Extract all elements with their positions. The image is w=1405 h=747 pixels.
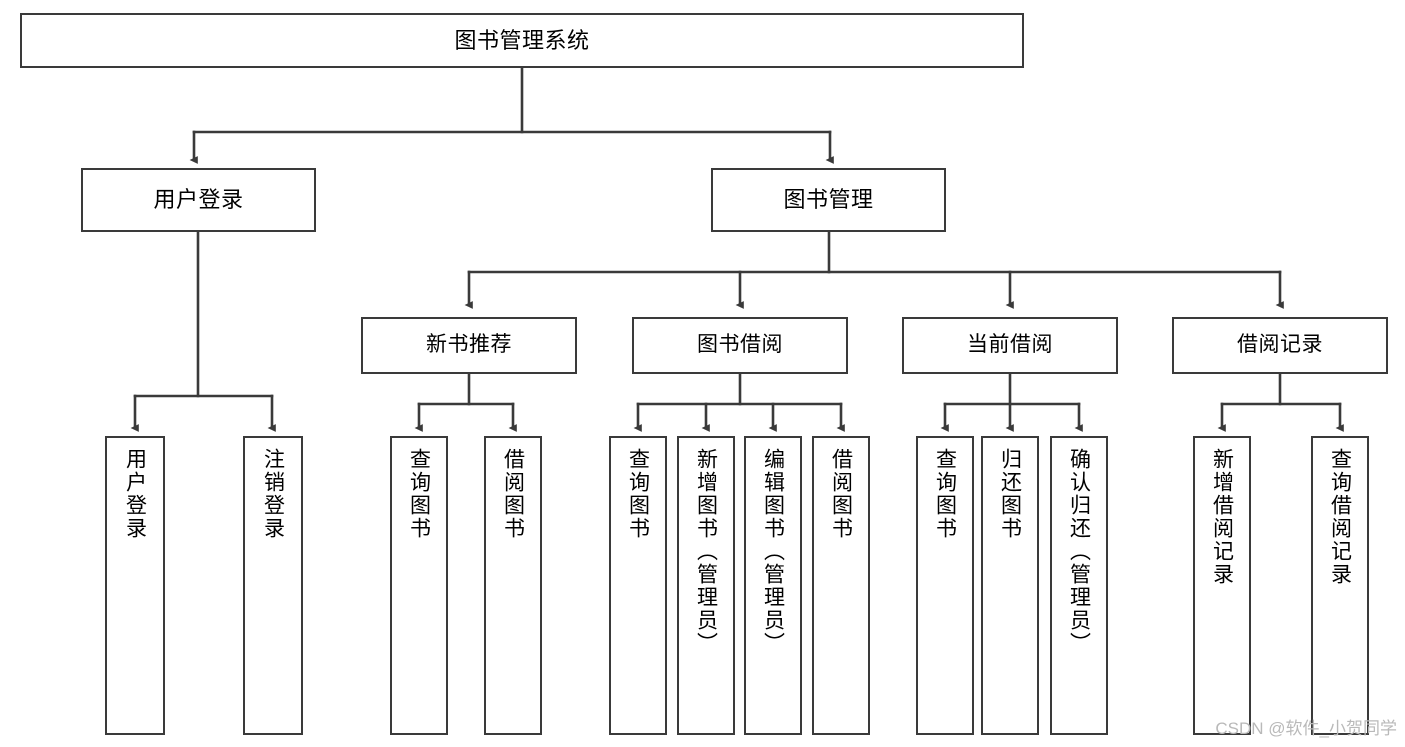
- node-label: 新增借阅记录: [1210, 448, 1234, 586]
- node-book-management[interactable]: 图书管理: [711, 168, 946, 232]
- node-current-borrowing[interactable]: 当前借阅: [902, 317, 1118, 374]
- node-label: 图书借阅: [697, 333, 783, 357]
- node-label: 查询图书: [626, 448, 650, 540]
- node-book-borrowing[interactable]: 图书借阅: [632, 317, 848, 374]
- node-leaf-add-borrow-record[interactable]: 新增借阅记录: [1193, 436, 1251, 735]
- node-leaf-confirm-return-admin[interactable]: 确认归还（管理员）: [1050, 436, 1108, 735]
- node-root-book-management-system[interactable]: 图书管理系统: [20, 13, 1024, 68]
- node-label: 图书管理系统: [454, 27, 590, 53]
- node-leaf-return-books[interactable]: 归还图书: [981, 436, 1039, 735]
- node-leaf-query-borrow-record[interactable]: 查询借阅记录: [1311, 436, 1369, 735]
- node-label: 借阅记录: [1237, 333, 1323, 357]
- node-leaf-user-login[interactable]: 用户登录: [105, 436, 165, 735]
- node-label: 借阅图书: [829, 448, 853, 540]
- node-label: 用户登录: [153, 187, 244, 213]
- node-new-book-recommendation[interactable]: 新书推荐: [361, 317, 577, 374]
- node-label: 归还图书: [998, 448, 1022, 540]
- node-user-login[interactable]: 用户登录: [81, 168, 316, 232]
- csdn-watermark: CSDN @软件_小贺同学: [1215, 719, 1397, 738]
- node-label: 确认归还（管理员）: [1067, 448, 1091, 655]
- node-leaf-edit-book-admin[interactable]: 编辑图书（管理员）: [744, 436, 802, 735]
- node-label: 注销登录: [261, 448, 285, 540]
- node-label: 当前借阅: [967, 333, 1053, 357]
- node-leaf-query-books-current[interactable]: 查询图书: [916, 436, 974, 735]
- node-label: 查询图书: [933, 448, 957, 540]
- node-leaf-query-books-borrow[interactable]: 查询图书: [609, 436, 667, 735]
- node-label: 图书管理: [783, 187, 874, 213]
- node-label: 新书推荐: [426, 333, 512, 357]
- node-leaf-borrow-books[interactable]: 借阅图书: [812, 436, 870, 735]
- node-label: 新增图书（管理员）: [694, 448, 718, 655]
- node-label: 用户登录: [123, 448, 147, 540]
- node-label: 查询借阅记录: [1328, 448, 1352, 586]
- node-leaf-logout[interactable]: 注销登录: [243, 436, 303, 735]
- node-leaf-borrow-books-new[interactable]: 借阅图书: [484, 436, 542, 735]
- node-borrowing-records[interactable]: 借阅记录: [1172, 317, 1388, 374]
- node-leaf-add-book-admin[interactable]: 新增图书（管理员）: [677, 436, 735, 735]
- node-label: 借阅图书: [501, 448, 525, 540]
- node-label: 编辑图书（管理员）: [761, 448, 785, 655]
- node-leaf-query-books-new[interactable]: 查询图书: [390, 436, 448, 735]
- node-label: 查询图书: [407, 448, 431, 540]
